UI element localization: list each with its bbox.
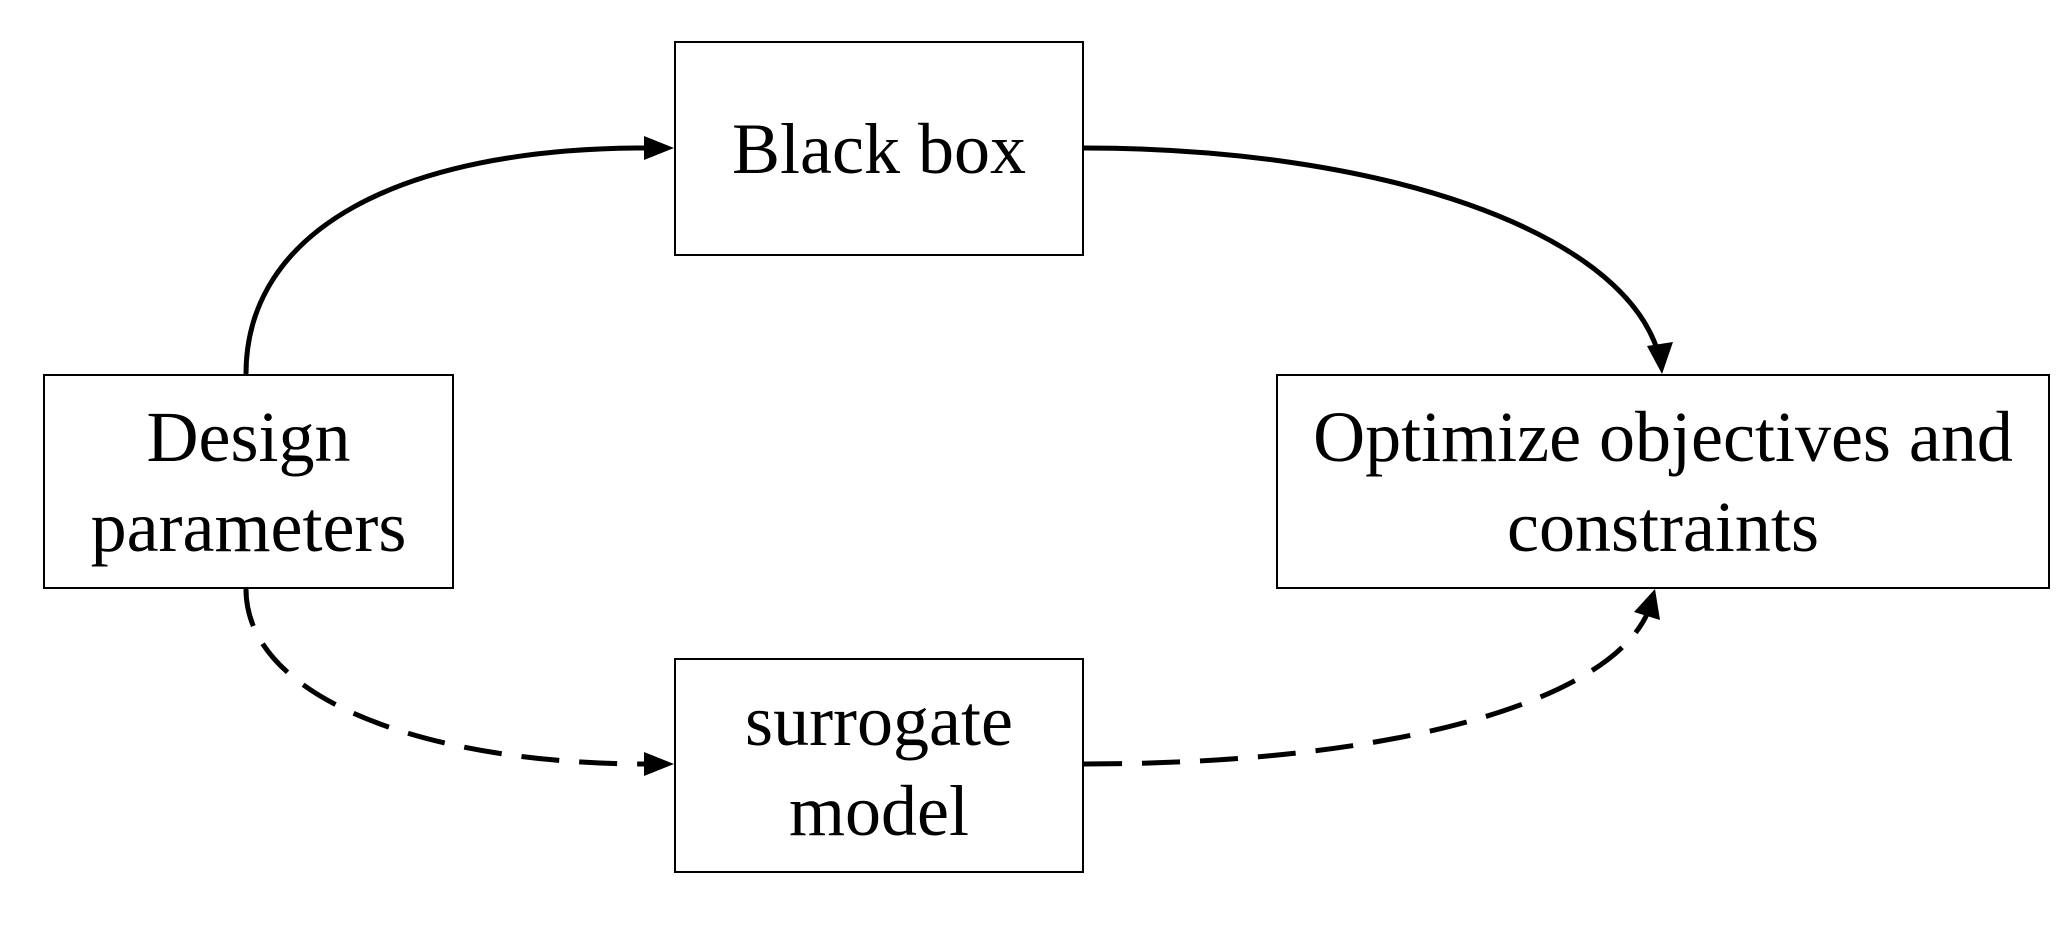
optimize-label: Optimize objectives and constraints [1313, 396, 2013, 567]
edge-design-to-surrogate [243, 588, 647, 767]
edge-surrogate-to-optimize [1083, 611, 1651, 767]
black-box-node: Black box [674, 41, 1084, 256]
edge-blackbox-to-optimize [1083, 145, 1661, 353]
surrogate-model-node: surrogate model [674, 658, 1084, 873]
arrowhead-optimize-bottom [1634, 589, 1660, 620]
arrowhead-surrogate [644, 752, 674, 776]
surrogate-model-label: surrogate model [745, 680, 1013, 851]
arrowhead-optimize-top [1647, 342, 1673, 374]
optimize-node: Optimize objectives and constraints [1276, 374, 2050, 589]
black-box-label: Black box [732, 108, 1026, 189]
edge-design-to-blackbox [243, 145, 647, 375]
arrowhead-blackbox [644, 136, 674, 160]
design-parameters-node: Design parameters [43, 374, 454, 589]
design-parameters-label: Design parameters [90, 396, 407, 567]
